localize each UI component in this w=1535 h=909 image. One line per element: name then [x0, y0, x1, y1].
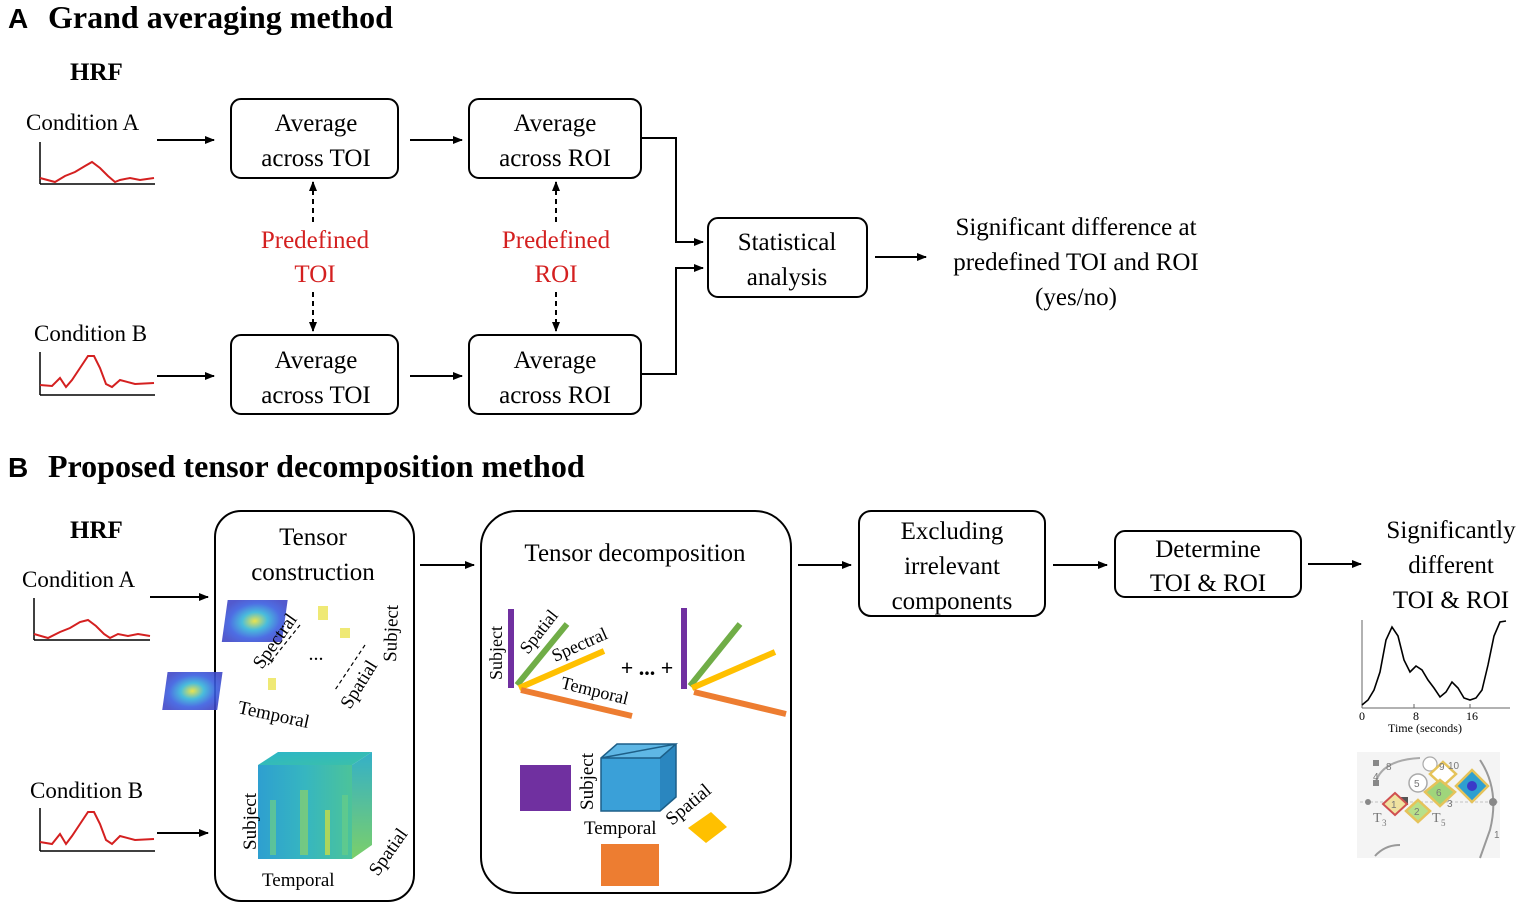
determine-toi-roi-box: Determine TOI & ROI [1114, 530, 1302, 598]
avg-toi-box-a: Average across TOI [230, 98, 399, 179]
panel-a-title: Grand averaging method [48, 0, 393, 35]
avg-roi-a-line2: across ROI [499, 145, 611, 172]
cube-subject-label: Subject [240, 792, 261, 850]
final-line2: different [1408, 552, 1494, 579]
construction-subject-label: Subject [380, 604, 403, 662]
subject-factor-matrix [520, 765, 571, 811]
time-tick-16: 16 [1466, 709, 1478, 723]
time-tick-8: 8 [1413, 709, 1419, 723]
decomp-subject-label: Subject [486, 626, 506, 680]
probe-t3-sub: 3 [1382, 818, 1387, 828]
final-line1: Significantly [1386, 517, 1516, 544]
panel-b-hrf-plot-b [39, 808, 155, 852]
determine-line2: TOI & ROI [1150, 570, 1266, 597]
avg-roi-box-a: Average across ROI [468, 98, 642, 179]
panel-a-hrf-label: HRF [70, 59, 123, 86]
rank-one-component-r [681, 608, 787, 717]
probe-t5: T [1432, 811, 1441, 826]
plus-dots: + ... + [621, 655, 674, 680]
probe-t5-sub: 5 [1441, 818, 1446, 828]
channel-1: 1 [1391, 800, 1397, 811]
predefined-roi-line2: ROI [534, 261, 577, 288]
excluding-line3: components [892, 588, 1013, 615]
channel-3: 3 [1447, 799, 1453, 810]
panel-a-condition-b-label: Condition B [34, 321, 147, 346]
avg-toi-b-line1: Average [275, 347, 358, 374]
panel-b-condition-b-label: Condition B [30, 778, 143, 803]
avg-toi-box-b: Average across TOI [230, 334, 399, 415]
panel-b-hrf-plot-a [33, 598, 151, 641]
tensor-construction-line1: Tensor [279, 524, 347, 551]
excluding-line2: irrelevant [904, 553, 1000, 580]
time-axis-label: Time (seconds) [1388, 721, 1462, 735]
panel-a-hrf-plot-a [39, 142, 155, 185]
temporal-profile-plot: 0 8 16 Time (seconds) [1359, 620, 1510, 735]
avg-toi-b-line2: across TOI [261, 382, 370, 409]
predefined-toi-line1: Predefined [261, 227, 370, 254]
panel-a: A Grand averaging method HRF Condition A… [8, 0, 1199, 415]
tensor-dots: ... [309, 643, 324, 665]
predefined-toi-line2: TOI [294, 261, 335, 288]
result-line3: (yes/no) [1035, 284, 1117, 311]
tensor-construction-box: Tensor construction ... Spectral Subject… [162, 510, 415, 902]
predefined-roi-line1: Predefined [502, 227, 611, 254]
excluding-line1: Excluding [901, 518, 1004, 545]
channel-5: 5 [1414, 779, 1420, 790]
stats-line1: Statistical [738, 229, 837, 256]
core-temporal-label: Temporal [584, 818, 657, 839]
excluding-components-box: Excluding irrelevant components [858, 510, 1046, 617]
channel-6: 6 [1436, 788, 1442, 799]
panel-a-condition-a-label: Condition A [26, 110, 139, 135]
panel-b-hrf-label: HRF [70, 517, 123, 544]
result-line1: Significant difference at [955, 214, 1196, 241]
core-subject-label: Subject [577, 752, 598, 810]
avg-roi-a-line1: Average [514, 110, 597, 137]
tensor-decomposition-box: Tensor decomposition Subject Spatial Spe… [480, 510, 792, 894]
avg-roi-box-b: Average across ROI [468, 334, 642, 415]
avg-roi-b-line2: across ROI [499, 382, 611, 409]
tensor-decomposition-title: Tensor decomposition [524, 540, 746, 567]
avg-roi-b-line1: Average [514, 347, 597, 374]
avg-toi-a-line1: Average [275, 110, 358, 137]
temporal-factor-matrix [601, 844, 659, 886]
three-way-tensor-cube: Subject Temporal Spatial [240, 752, 412, 891]
stats-line2: analysis [747, 264, 828, 291]
determine-line1: Determine [1155, 536, 1261, 563]
final-line3: TOI & ROI [1393, 587, 1509, 614]
time-tick-0: 0 [1359, 709, 1365, 723]
channel-4: 4 [1373, 772, 1379, 783]
panel-b-title: Proposed tensor decomposition method [48, 448, 585, 484]
channel-2: 2 [1414, 807, 1420, 818]
channel-8: 8 [1386, 762, 1392, 773]
channel-1-right: 1 [1494, 830, 1500, 841]
panel-b: B Proposed tensor decomposition method H… [8, 448, 1516, 902]
result-line2: predefined TOI and ROI [953, 249, 1199, 276]
avg-toi-a-line2: across TOI [261, 145, 370, 172]
spatial-factor-matrix [688, 812, 727, 843]
statistical-analysis-box: Statistical analysis [707, 217, 868, 298]
core-tensor [601, 758, 660, 811]
panel-a-hrf-plot-b [39, 352, 155, 396]
panel-b-condition-a-label: Condition A [22, 567, 135, 592]
spatial-map: 8 9 10 4 5 6 1 2 3 1 T 3 T 5 [1357, 752, 1500, 859]
channel-10: 10 [1448, 761, 1460, 772]
tensor-construction-line2: construction [251, 559, 375, 586]
panel-a-letter: A [8, 3, 28, 34]
probe-t3: T [1373, 811, 1382, 826]
panel-b-letter: B [8, 452, 28, 483]
channel-9: 9 [1439, 762, 1445, 773]
cube-temporal-label: Temporal [262, 870, 335, 891]
